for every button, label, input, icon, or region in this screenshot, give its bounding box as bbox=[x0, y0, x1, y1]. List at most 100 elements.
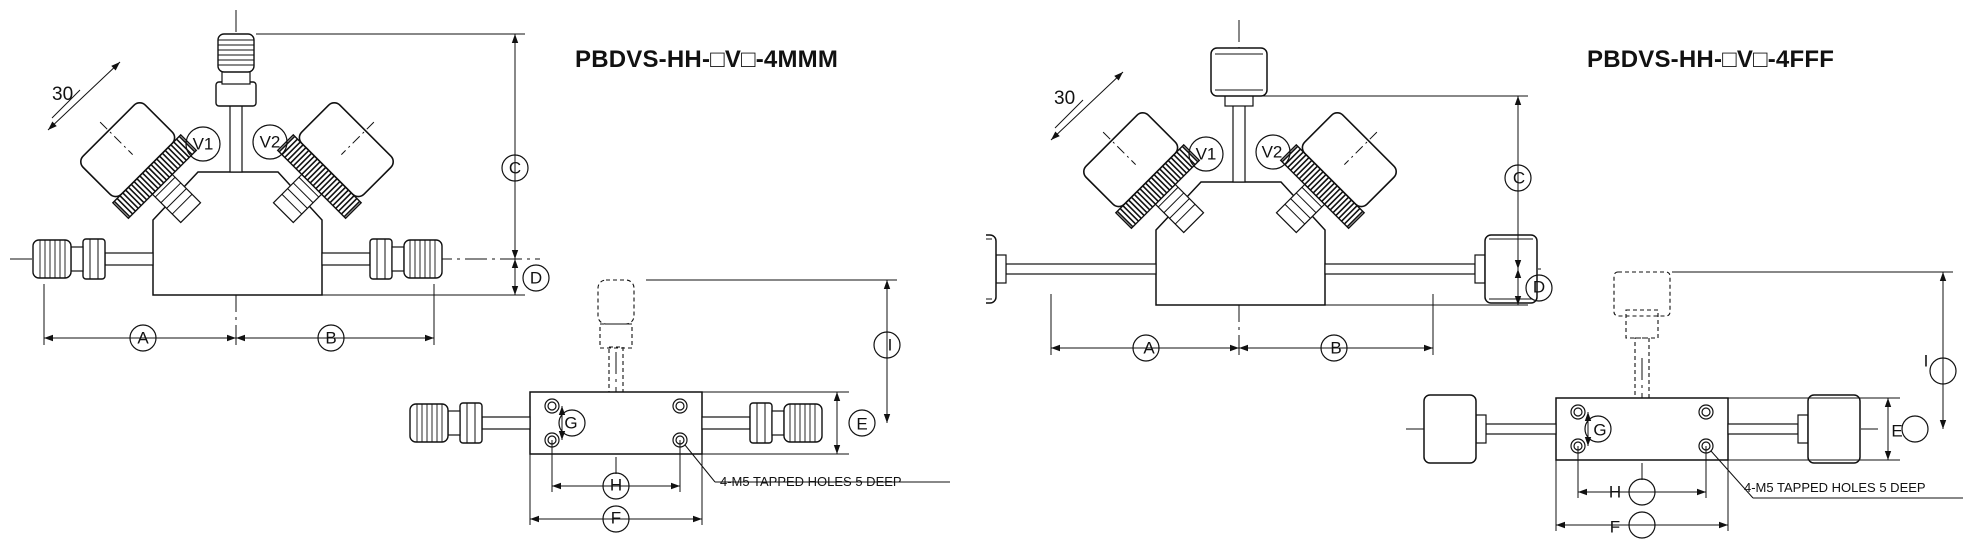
dim-bubble-h bbox=[1628, 478, 1656, 506]
knurl-tooth bbox=[164, 149, 182, 167]
dimension-30 bbox=[47, 61, 121, 131]
nut-flat bbox=[287, 188, 308, 209]
knurl-tooth bbox=[116, 197, 134, 215]
knurl-tooth bbox=[323, 180, 341, 198]
dim-bubble-i bbox=[1929, 357, 1957, 385]
knurl-tooth bbox=[153, 161, 170, 178]
knurl-tooth bbox=[127, 186, 145, 204]
knurl-tooth bbox=[315, 172, 333, 190]
dim-i-line bbox=[1939, 272, 1947, 429]
knurl-tooth bbox=[1307, 171, 1324, 188]
nut-flat bbox=[292, 182, 314, 204]
arrowhead bbox=[693, 515, 702, 523]
dim-label-f: F bbox=[611, 509, 621, 528]
arrowhead bbox=[1424, 344, 1433, 352]
dim-label-a: A bbox=[137, 329, 149, 348]
tube bbox=[1485, 423, 1557, 435]
dim-bubble-c bbox=[1504, 164, 1532, 192]
knurl-tooth bbox=[335, 192, 352, 209]
arrowhead bbox=[1884, 398, 1892, 407]
top-right-fitting bbox=[1727, 394, 1861, 464]
knurl-tooth bbox=[1167, 159, 1185, 177]
knurl-tooth bbox=[292, 149, 310, 167]
nut-flat bbox=[1295, 192, 1317, 214]
dimension-30-label: 30 bbox=[1054, 88, 1075, 109]
arrowhead bbox=[1051, 131, 1060, 140]
dim-bubble-f bbox=[1628, 511, 1656, 539]
dim-bubble-h bbox=[602, 472, 630, 500]
knurl-tooth bbox=[161, 152, 179, 170]
nut-flat bbox=[1284, 203, 1306, 225]
knurl-tooth bbox=[141, 172, 159, 190]
arrowhead bbox=[1939, 420, 1947, 429]
dim-f-line bbox=[530, 515, 702, 523]
tube bbox=[1324, 263, 1476, 275]
knurl-tooth bbox=[1116, 210, 1134, 228]
tapped-hole-inner bbox=[547, 401, 557, 411]
knurl-tooth bbox=[289, 147, 307, 164]
valve-bubble-v1 bbox=[185, 126, 221, 162]
nut-flat bbox=[171, 193, 193, 215]
knurl-tooth bbox=[1298, 162, 1316, 180]
knurl-tooth bbox=[119, 195, 137, 212]
nut-flat bbox=[281, 193, 303, 215]
dim-bubble-d bbox=[1525, 274, 1553, 302]
dim-d-line bbox=[1514, 269, 1522, 305]
dim-label-h: H bbox=[610, 476, 622, 495]
valve-knob-v2 bbox=[272, 102, 394, 224]
mounting-plate bbox=[1555, 397, 1729, 461]
dim-label-b: B bbox=[1330, 339, 1341, 358]
dim-b-line bbox=[1239, 344, 1433, 352]
drawing-right: 30 V1 V2 A B C D E F G H I 4-M5 TAPPED H… bbox=[986, 20, 1963, 539]
geometry-left bbox=[10, 10, 950, 533]
hidden-port-stem bbox=[1634, 337, 1650, 399]
dim-bubble-g bbox=[1584, 415, 1612, 443]
knurl-tooth bbox=[122, 192, 139, 209]
tapped-holes-note: 4-M5 TAPPED HOLES 5 DEEP bbox=[1744, 480, 1926, 495]
female-nut bbox=[1484, 234, 1538, 304]
arrowhead bbox=[425, 334, 434, 342]
arrowhead bbox=[48, 121, 57, 130]
knurl-tooth bbox=[329, 186, 347, 204]
top-hex-nut bbox=[215, 81, 257, 107]
nut-flat bbox=[154, 176, 176, 198]
arrowhead bbox=[1514, 96, 1522, 105]
right-end-fitting bbox=[321, 238, 443, 280]
knurl-tooth bbox=[1318, 182, 1336, 200]
knurl-tooth bbox=[1295, 159, 1313, 177]
dim-line bbox=[1050, 71, 1124, 141]
knurl-tooth bbox=[1139, 188, 1157, 205]
dim-label-d: D bbox=[1533, 278, 1545, 297]
knurl-tooth bbox=[281, 138, 299, 156]
valve-cap bbox=[1083, 112, 1179, 208]
diagram-panel-left: 30 V1 V2 A B C D E F G H I 4-M5 TAPPED H… bbox=[10, 10, 950, 533]
dim-b-line bbox=[236, 334, 434, 342]
valve-knob-v1 bbox=[1083, 112, 1205, 234]
nut-flat bbox=[1169, 198, 1190, 219]
arrowhead bbox=[511, 259, 519, 268]
dim-label-h: H bbox=[1609, 483, 1621, 502]
hex-nut bbox=[749, 402, 773, 444]
knurl-tooth bbox=[309, 166, 327, 184]
dim-i-line bbox=[883, 280, 891, 423]
knurl-tooth bbox=[173, 141, 190, 159]
knurl-tooth bbox=[1128, 199, 1145, 217]
hex-nut bbox=[82, 238, 106, 280]
valve-cap bbox=[298, 102, 394, 198]
dim-label-c: C bbox=[1513, 169, 1525, 188]
knurl-tooth bbox=[125, 189, 142, 207]
dim-30-line bbox=[1050, 71, 1124, 141]
dim-label-g: G bbox=[1593, 421, 1606, 440]
knob-centerline bbox=[99, 121, 133, 155]
arrowhead bbox=[1556, 521, 1565, 529]
tapped-hole bbox=[1570, 404, 1586, 420]
knurl-tooth bbox=[150, 163, 168, 181]
knurl-tooth bbox=[130, 183, 148, 201]
dim-label-a: A bbox=[1143, 339, 1155, 358]
hidden-port-fitting bbox=[597, 279, 635, 325]
dim-f-line bbox=[1556, 521, 1728, 529]
knurl-tooth bbox=[1147, 179, 1165, 197]
dim-label-g: G bbox=[564, 414, 577, 433]
dim-d-line bbox=[511, 259, 519, 295]
valve-label-v1: V1 bbox=[1196, 145, 1217, 164]
